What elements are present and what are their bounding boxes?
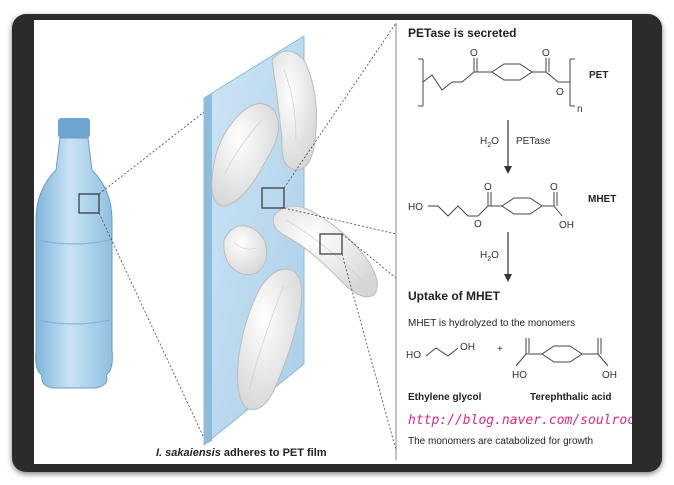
ta-oh: OH	[602, 370, 617, 381]
eg-oh: OH	[460, 342, 475, 353]
diagram-svg: PETase is secreted O O O n PET	[35, 22, 632, 460]
film-caption: I. sakaiensis adheres to PET film	[156, 447, 327, 459]
bacteria-texture	[223, 69, 365, 391]
o-label: O	[550, 182, 558, 193]
h2o-label-1: H2O	[480, 136, 499, 149]
pet-bottle	[35, 118, 113, 389]
catabolized-text: The monomers are catabolized for growth	[408, 436, 593, 447]
plus-sign: +	[497, 344, 503, 355]
film-zoom-box-1	[261, 187, 285, 209]
film-zoom-box-2	[319, 233, 343, 255]
pet-structure	[418, 58, 575, 107]
mhet-label: MHET	[588, 194, 616, 205]
bottle-body	[35, 137, 113, 389]
petase-title: PETase is secreted	[408, 26, 517, 40]
right-panel: PETase is secreted O O O n PET	[395, 23, 632, 460]
bacterium	[211, 103, 279, 207]
ethylene-glycol-label: Ethylene glycol	[408, 392, 482, 403]
uptake-title: Uptake of MHET	[408, 289, 501, 303]
ho-mhet: HO	[408, 202, 423, 213]
o-label: O	[474, 219, 482, 230]
bottle-zoom-box	[78, 193, 100, 214]
terephthalic-acid-structure	[515, 338, 609, 367]
zoom-lines-bottle	[98, 111, 205, 439]
bottle-rib	[37, 319, 111, 325]
film-edge	[204, 94, 212, 445]
o-label: O	[556, 87, 564, 98]
mhet-structure	[428, 192, 563, 217]
enzyme-label: PETase	[516, 136, 551, 147]
bacterium	[272, 205, 378, 298]
arrow-head-1	[504, 166, 512, 174]
bacterium	[237, 268, 303, 410]
h2o-label-2: H2O	[480, 250, 499, 263]
ta-ho: HO	[512, 370, 527, 381]
o-label: O	[470, 48, 478, 59]
hydrolyzed-text: MHET is hydrolyzed to the monomers	[408, 318, 575, 329]
arrow-head-2	[504, 274, 512, 282]
zoom-lines-film	[283, 22, 397, 451]
bottle-rib	[37, 239, 111, 245]
bacterium	[223, 225, 268, 276]
oh-mhet: OH	[559, 220, 574, 231]
pet-label: PET	[589, 70, 608, 81]
terephthalic-acid-label: Terephthalic acid	[530, 392, 612, 403]
eg-ho: HO	[406, 350, 421, 361]
o-label: O	[542, 48, 550, 59]
diagram-canvas: PETase is secreted O O O n PET	[34, 20, 632, 464]
repeat-n: n	[577, 104, 583, 115]
o-label: O	[484, 182, 492, 193]
watermark-url: http://blog.naver.com/soulrocker	[408, 413, 632, 428]
bottle-cap	[58, 118, 90, 138]
bacteria-group	[211, 50, 378, 410]
ethylene-glycol-structure	[425, 347, 459, 357]
